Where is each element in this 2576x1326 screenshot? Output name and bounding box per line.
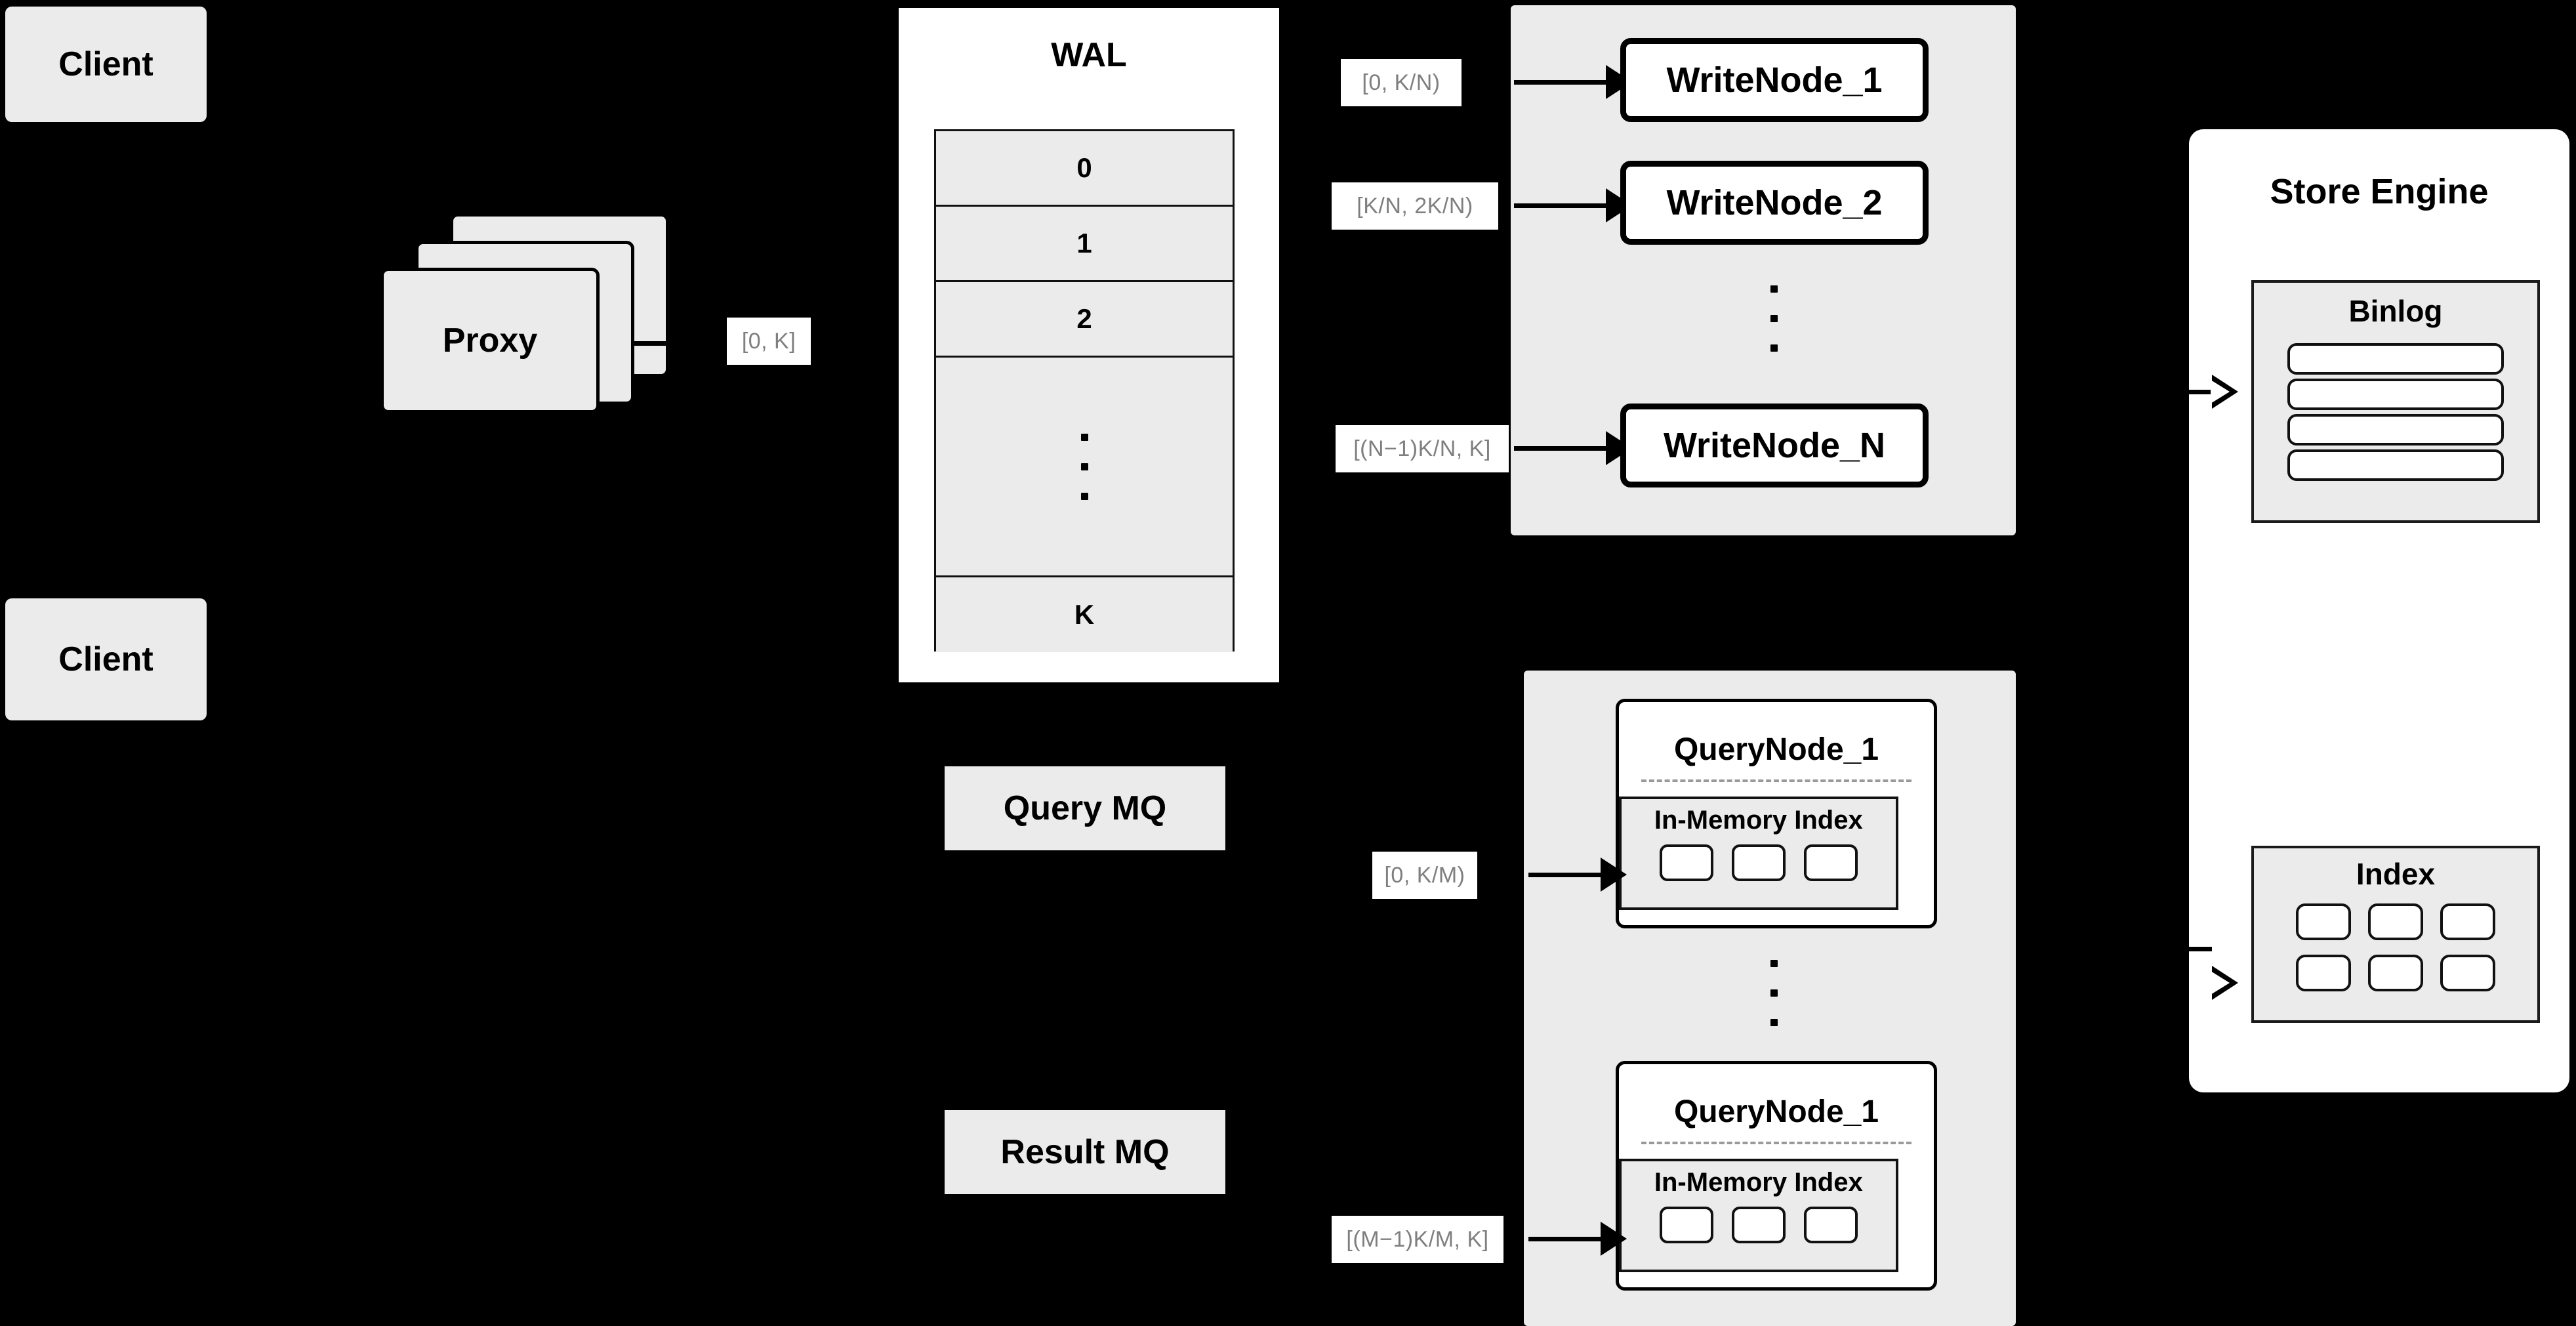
- query-node-1-separator: [1641, 779, 1912, 782]
- binlog-box: Binlog: [2251, 280, 2540, 523]
- wal-title: WAL: [1051, 36, 1127, 74]
- range-label-writenode-2: [K/N, 2K/N): [1332, 182, 1498, 230]
- range-label-querynode-1-text: [0, K/M): [1384, 862, 1465, 888]
- write-node-ellipsis: [1766, 276, 1782, 361]
- store-index-title: Index: [2356, 857, 2436, 891]
- result-mq-box[interactable]: Result MQ: [945, 1110, 1225, 1194]
- query-node-2-label: QueryNode_1: [1673, 1094, 1879, 1129]
- in-memory-index-1-title: In-Memory Index: [1654, 806, 1863, 835]
- write-node-n-label: WriteNode_N: [1663, 426, 1886, 465]
- client-label-1: Client: [58, 45, 153, 83]
- write-node-1[interactable]: WriteNode_1: [1620, 38, 1929, 122]
- write-node-2[interactable]: WriteNode_2: [1620, 161, 1929, 245]
- index-cell: [1659, 1207, 1713, 1243]
- range-label-writenode-n-text: [(N−1)K/N, K]: [1353, 436, 1491, 461]
- write-node-1-label: WriteNode_1: [1666, 60, 1883, 100]
- binlog-row: [2287, 343, 2504, 375]
- wal-table: 0 1 2 K: [934, 129, 1235, 652]
- arrow-line-binlog: [2178, 390, 2212, 394]
- write-node-2-label: WriteNode_2: [1666, 183, 1883, 222]
- proxy-label: Proxy: [442, 321, 538, 360]
- store-index-cell: [2296, 903, 2351, 940]
- query-node-1-label: QueryNode_1: [1673, 732, 1879, 767]
- client-box-1[interactable]: Client: [5, 7, 207, 122]
- wal-row-value: 1: [1076, 228, 1092, 259]
- query-node-1[interactable]: QueryNode_1 In-Memory Index: [1616, 699, 1937, 928]
- index-cell: [1731, 844, 1786, 881]
- proxy-to-wal-line: [634, 341, 732, 346]
- arrow-line-writenode-2: [1514, 203, 1606, 208]
- wal-row: 1: [936, 207, 1233, 282]
- store-index-cell: [2440, 903, 2495, 940]
- query-node-2-separator: [1641, 1142, 1912, 1144]
- in-memory-index-1: In-Memory Index: [1619, 797, 1898, 910]
- store-index-cell: [2368, 903, 2423, 940]
- client-label-2: Client: [58, 640, 153, 678]
- proxy-card-front[interactable]: Proxy: [380, 268, 600, 413]
- result-mq-label: Result MQ: [1000, 1133, 1170, 1171]
- index-cell: [1803, 1207, 1858, 1243]
- arrow-head-binlog: [2211, 375, 2238, 409]
- index-cell: [1803, 844, 1858, 881]
- store-index-box: Index: [2251, 846, 2540, 1023]
- store-index-cell: [2368, 955, 2423, 991]
- store-index-cell: [2440, 955, 2495, 991]
- wal-row: 0: [936, 131, 1233, 207]
- wal-row: K: [936, 577, 1233, 652]
- wal-box: WAL 0 1 2 K: [895, 4, 1283, 686]
- proxy-stack[interactable]: Proxy: [380, 213, 669, 430]
- arrow-head-querynode-2: [1601, 1222, 1627, 1256]
- range-label-writenode-1-text: [0, K/N): [1362, 70, 1441, 95]
- binlog-row: [2287, 414, 2504, 445]
- arrow-line-querynode-2: [1528, 1237, 1601, 1241]
- write-node-n[interactable]: WriteNode_N: [1620, 404, 1929, 487]
- store-index-cell: [2296, 955, 2351, 991]
- client-box-2[interactable]: Client: [5, 598, 207, 720]
- query-node-2[interactable]: QueryNode_1 In-Memory Index: [1616, 1061, 1937, 1291]
- binlog-title: Binlog: [2348, 294, 2443, 328]
- range-label-writenode-n: [(N−1)K/N, K]: [1336, 425, 1509, 472]
- index-cell: [1731, 1207, 1786, 1243]
- arrow-head-store-index: [2211, 966, 2238, 1000]
- query-mq-label: Query MQ: [1003, 789, 1167, 827]
- wal-row-value: 2: [1076, 303, 1092, 334]
- arrow-head-querynode-1: [1601, 858, 1627, 892]
- index-cell: [1659, 844, 1713, 881]
- wal-row-ellipsis: [936, 358, 1233, 577]
- range-label-proxy-wal: [0, K]: [727, 318, 811, 365]
- store-engine-box: Store Engine Binlog Index: [2189, 129, 2569, 1092]
- range-label-querynode-1: [0, K/M): [1372, 852, 1477, 899]
- range-label-writenode-2-text: [K/N, 2K/N): [1357, 193, 1473, 218]
- wal-row-value: K: [1074, 599, 1095, 630]
- arrow-line-store-index: [2178, 947, 2212, 951]
- query-node-ellipsis: [1766, 950, 1782, 1035]
- in-memory-index-2-title: In-Memory Index: [1654, 1168, 1863, 1197]
- wal-row: 2: [936, 282, 1233, 358]
- range-label-writenode-1: [0, K/N): [1341, 59, 1462, 106]
- arrow-line-querynode-1: [1528, 873, 1601, 877]
- range-label-querynode-2: [(M−1)K/M, K]: [1332, 1216, 1503, 1263]
- store-engine-title: Store Engine: [2270, 172, 2489, 211]
- binlog-row: [2287, 379, 2504, 410]
- in-memory-index-2: In-Memory Index: [1619, 1159, 1898, 1272]
- query-mq-box[interactable]: Query MQ: [945, 766, 1225, 850]
- arrow-line-writenode-1: [1514, 80, 1606, 85]
- range-label-querynode-2-text: [(M−1)K/M, K]: [1346, 1226, 1489, 1252]
- wal-row-value: 0: [1076, 152, 1092, 183]
- arrow-line-writenode-n: [1514, 446, 1606, 451]
- binlog-row: [2287, 449, 2504, 481]
- range-label-proxy-wal-text: [0, K]: [741, 328, 796, 354]
